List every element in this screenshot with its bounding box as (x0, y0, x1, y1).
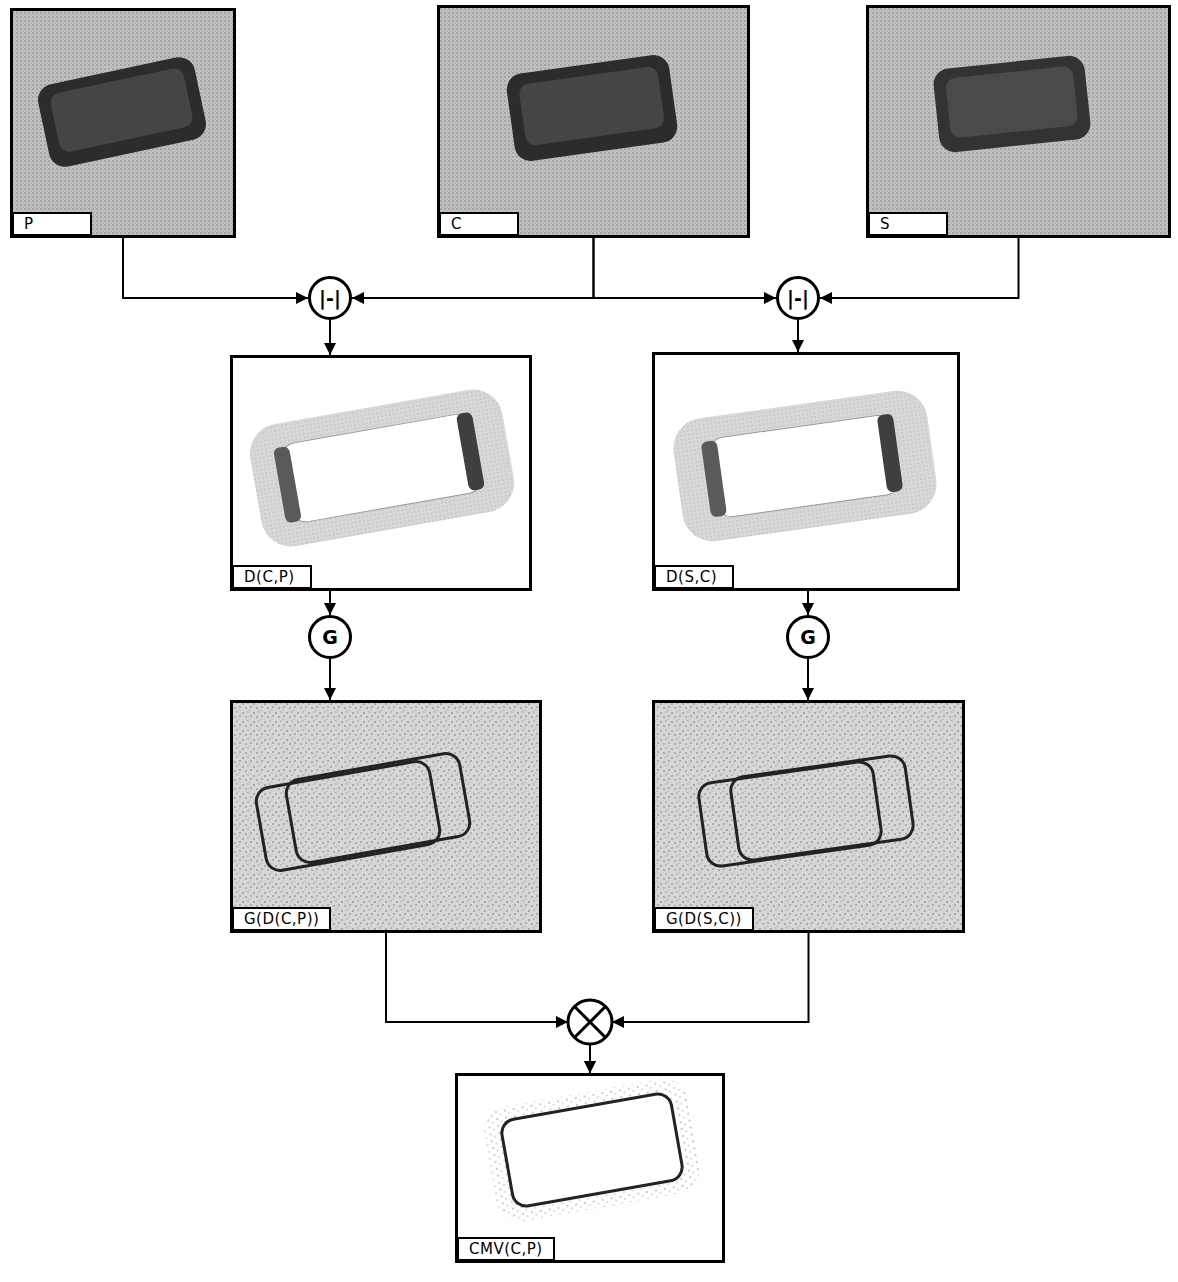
operator-circle: |-| (308, 276, 352, 320)
car-end (456, 412, 485, 492)
node-label: G(D(C,P)) (232, 907, 331, 931)
operator-circle: G (786, 615, 830, 659)
motion-image (455, 1073, 725, 1263)
image-panel: D(C,P) (230, 355, 532, 591)
multiply-cross (575, 1007, 605, 1037)
photo-ground (10, 8, 236, 238)
flow-arrow (820, 238, 1019, 298)
car-end (273, 446, 302, 524)
image-panel: CMV(C,P) (455, 1073, 725, 1263)
car-roof (518, 66, 665, 147)
image-ground (652, 700, 965, 933)
car-roof (945, 65, 1079, 138)
image-panel: G(D(C,P)) (230, 700, 542, 933)
node-label: S (868, 212, 948, 236)
flow-arrow (594, 238, 777, 298)
flow-arrow (329, 320, 331, 355)
node-label: G (322, 628, 338, 647)
car-end (701, 440, 727, 517)
car-body (708, 414, 901, 519)
car-outline (729, 754, 915, 862)
car-dark (932, 54, 1092, 153)
image-panel: S (866, 5, 1171, 238)
multiply-symbol (568, 1000, 612, 1044)
car-body (505, 53, 680, 163)
node-label: G(D(S,C)) (654, 907, 754, 931)
difference-halo (670, 387, 941, 545)
node-label: |-| (319, 289, 341, 308)
flow-arrow (123, 238, 308, 298)
car-outline (500, 1092, 685, 1209)
gradient-image (652, 700, 965, 933)
motion-car (480, 1075, 705, 1225)
photo-ground (866, 5, 1171, 238)
arrowhead (612, 1016, 624, 1028)
car-end (877, 413, 904, 492)
photo-subsequent (866, 5, 1171, 238)
motion-halo (480, 1075, 705, 1225)
operator-circle: |-| (776, 276, 820, 320)
arrowhead (556, 1016, 568, 1028)
photo-ground (437, 5, 750, 238)
image-panel: D(S,C) (652, 352, 960, 591)
car-body (281, 412, 484, 524)
image-ground (455, 1073, 725, 1263)
difference-car (245, 385, 519, 552)
flow-arrow (329, 659, 331, 700)
node-label: D(C,P) (232, 565, 312, 589)
car-body (35, 54, 209, 169)
flow-arrow (590, 933, 809, 1073)
photo-previous (10, 8, 236, 238)
image-ground (230, 355, 532, 591)
difference-image (652, 352, 960, 591)
car-dark (35, 54, 209, 169)
image-panel: P (10, 8, 236, 238)
node-label: G (800, 628, 816, 647)
image-panel: G(D(S,C)) (652, 700, 965, 933)
flow-arrow (797, 320, 799, 352)
flow-arrow (352, 238, 594, 298)
flow-arrow (386, 933, 590, 1073)
flow-arrow (807, 659, 809, 700)
car-dark (505, 53, 680, 163)
image-ground (652, 352, 960, 591)
node-label: P (12, 212, 92, 236)
node-label: C (439, 212, 519, 236)
gradient-image (230, 700, 542, 933)
difference-car (670, 387, 941, 545)
difference-image (230, 355, 532, 591)
node-label: D(S,C) (654, 565, 734, 589)
car-roof (49, 67, 195, 154)
flow-arrow (807, 591, 809, 615)
car-body (932, 54, 1092, 153)
operator-circle: G (308, 615, 352, 659)
car-outline (697, 760, 883, 868)
photo-current (437, 5, 750, 238)
difference-halo (245, 385, 519, 552)
node-label: CMV(C,P) (457, 1237, 555, 1261)
car-outline (284, 751, 472, 864)
image-panel: C (437, 5, 750, 238)
image-ground (230, 700, 542, 933)
node-label: |-| (787, 289, 809, 308)
flow-arrow (329, 591, 331, 615)
